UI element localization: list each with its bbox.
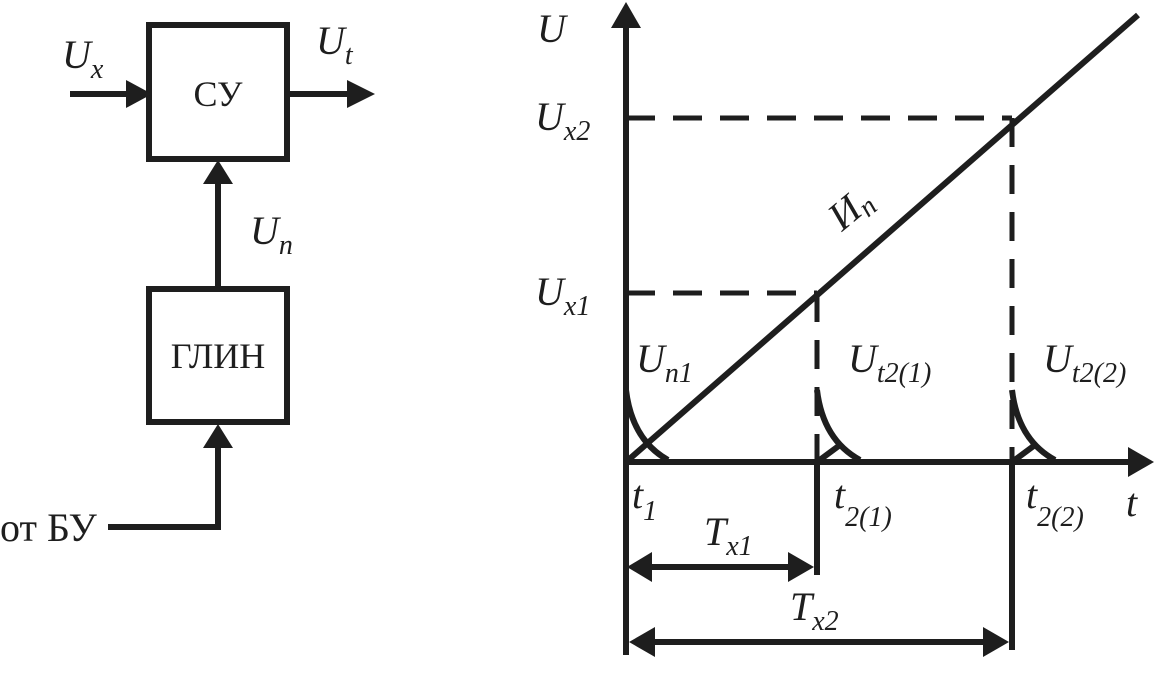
output-arrowhead [347,80,375,108]
pulse-2 [814,389,862,463]
ramp-signal-label: Un [250,208,293,261]
pulse-3 [1009,389,1057,463]
pulse-3-reset-ramp [1010,442,1037,465]
ramp-label: Иn [818,177,883,243]
ramp-signal-arrowhead [203,160,233,184]
control-source-label: от БУ [0,505,98,550]
time-label-t2-1: t2(1) [834,472,892,533]
y-axis-label: U [537,6,569,51]
control-line [108,448,221,530]
generator-label: ГЛИН [171,336,266,376]
output-label: Ut [316,18,354,71]
interval-tx2-left-arrow [629,627,655,657]
interval-tx1-label: Tx1 [704,509,753,562]
pulse-1 [623,389,670,463]
block-diagram: СУ Ux Ut ГЛИН Un от БУ [0,18,375,550]
pulse-label-3: Ut2(2) [1043,336,1126,389]
generator-box [146,286,290,425]
level-label-ux1: Ux1 [535,269,590,322]
x-axis-label: t [1126,480,1138,525]
x-axis-arrowhead [1128,447,1154,477]
pulse-label-1: Un1 [636,336,693,389]
input-label: Ux [62,32,104,85]
interval-tx2-right-arrow [983,627,1009,657]
interval-tx1-left-arrow [627,552,652,582]
control-arrowhead [203,424,233,448]
input-arrowhead [126,80,152,108]
pulse-2-reset-ramp [815,442,842,465]
interval-tx2-label: Tx2 [790,584,839,637]
y-axis-arrowhead [611,2,641,28]
pulse-label-2: Ut2(1) [848,336,931,389]
comparator-box [146,22,290,162]
timing-diagram: U t Ux2 Ux1 Иn Un1 Ut2(1) Ut2(2) t1 t2(1 [535,2,1154,657]
comparator-label: СУ [193,74,243,114]
level-label-ux2: Ux2 [535,94,590,147]
ramp-line [624,12,1140,465]
interval-tx1-right-arrow [788,552,814,582]
time-label-t2-2: t2(2) [1026,472,1084,533]
time-label-t1: t1 [632,472,657,527]
